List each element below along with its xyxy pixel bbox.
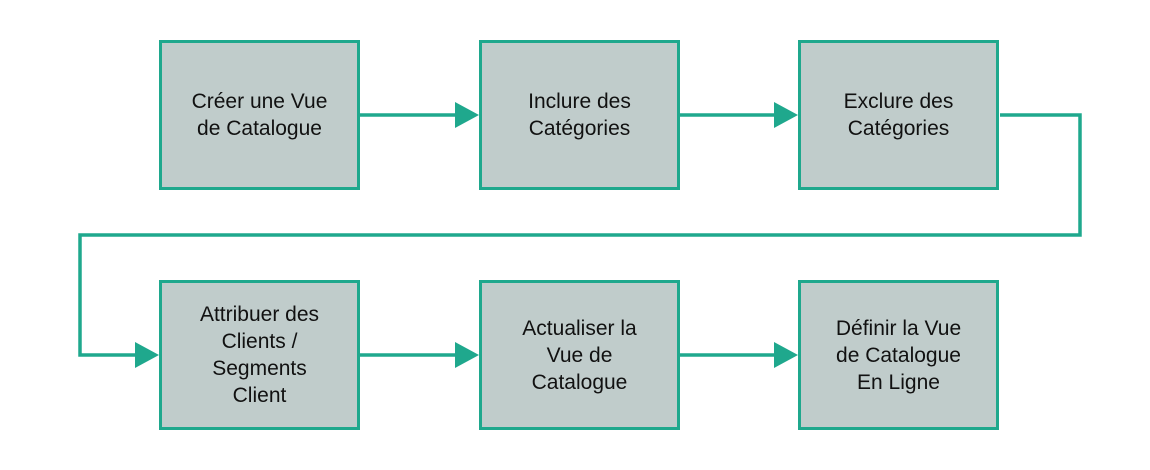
step-refresh-catalog-view: Actualiser la Vue de Catalogue [479,280,680,430]
step-label: Inclure des Catégories [528,90,631,140]
step-label: Créer une Vue de Catalogue [191,90,328,140]
connector-step3-to-step4 [78,113,1082,357]
step-create-catalog-view: Créer une Vue de Catalogue [159,40,360,190]
arrowhead-step2 [455,102,479,128]
step-exclude-categories: Exclure des Catégories [798,40,999,190]
arrowhead-step3 [774,102,798,128]
step-assign-customers: Attribuer des Clients / Segments Client [159,280,360,430]
step-label: Attribuer des Clients / Segments Client [199,303,320,407]
arrowhead-step5 [455,342,479,368]
arrowhead-step6 [774,342,798,368]
step-set-online-catalog-view: Définir la Vue de Catalogue En Ligne [798,280,999,430]
step-label: Définir la Vue de Catalogue En Ligne [835,316,962,394]
step-label: Actualiser la Vue de Catalogue [522,316,637,394]
arrowhead-step4 [135,342,159,368]
step-label: Exclure des Catégories [843,90,954,140]
step-include-categories: Inclure des Catégories [479,40,680,190]
